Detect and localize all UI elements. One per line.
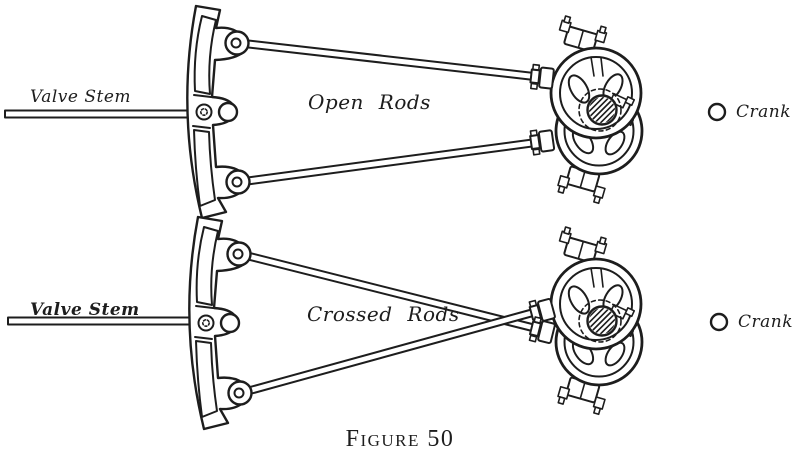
figure-caption: Figure 50 <box>345 426 455 452</box>
strap-bolt-upper <box>529 63 555 90</box>
crossed-rods-label: Crossed Rods <box>307 302 460 326</box>
eccentric-cluster <box>551 226 642 414</box>
valve-stem-label-bottom: Valve Stem <box>30 300 140 320</box>
open-rods-label: Open Rods <box>308 90 431 114</box>
strap-bolt-lower <box>528 316 556 344</box>
crank-label-bottom: Crank <box>738 312 794 332</box>
crank-circle <box>707 102 727 122</box>
crank-label-top: Crank <box>736 102 792 122</box>
eccentric-rod-lower <box>239 136 548 187</box>
expansion-link <box>186 4 251 220</box>
strap-bolt-lower <box>529 129 556 156</box>
eccentric-cluster <box>551 15 642 203</box>
open-rods-diagram <box>4 4 727 220</box>
crossed-rods-diagram <box>7 215 729 431</box>
valve-stem-label-top: Valve Stem <box>30 87 132 107</box>
eccentric-rod-upper <box>239 38 548 83</box>
crank-circle <box>709 312 729 332</box>
valve-stem-rod <box>4 109 197 119</box>
expansion-link <box>188 215 253 431</box>
